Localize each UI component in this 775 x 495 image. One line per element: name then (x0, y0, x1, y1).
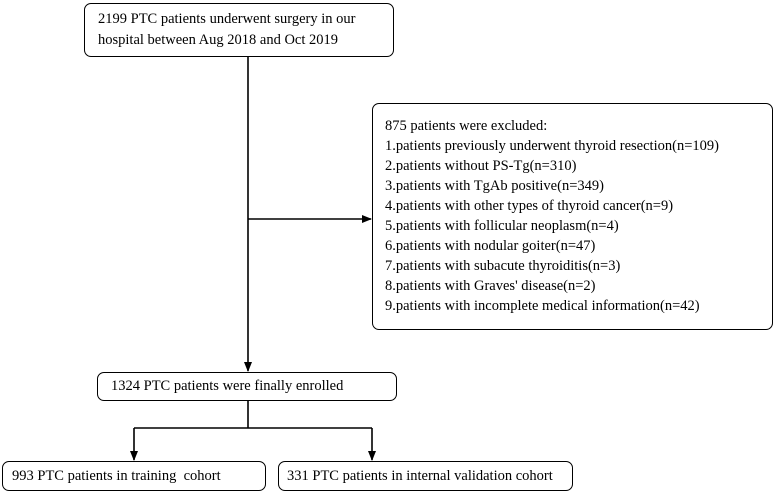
excluded-item-2: 2.patients without PS-Tg(n=310) (385, 158, 577, 174)
excluded-item-5: 5.patients with follicular neoplasm(n=4) (385, 218, 619, 234)
excluded-item-6: 6.patients with nodular goiter(n=47) (385, 238, 596, 254)
training-cohort-box: 993 PTC patients in training cohort (2, 461, 266, 491)
start-line-1: 2199 PTC patients underwent surgery in o… (98, 11, 356, 27)
excluded-item-3: 3.patients with TgAb positive(n=349) (385, 178, 604, 194)
enrolled-text: 1324 PTC patients were finally enrolled (111, 378, 344, 394)
enrolled-box: 1324 PTC patients were finally enrolled (97, 372, 397, 401)
start-box: 2199 PTC patients underwent surgery in o… (84, 3, 394, 57)
excluded-item-8: 8.patients with Graves' disease(n=2) (385, 278, 596, 294)
excluded-title: 875 patients were excluded: (385, 118, 548, 134)
excluded-item-4: 4.patients with other types of thyroid c… (385, 198, 674, 214)
validation-cohort-box: 331 PTC patients in internal validation … (278, 461, 573, 491)
validation-cohort-text: 331 PTC patients in internal validation … (287, 468, 553, 484)
excluded-item-7: 7.patients with subacute thyroiditis(n=3… (385, 258, 621, 274)
excluded-item-9: 9.patients with incomplete medical infor… (385, 298, 700, 314)
excluded-box: 875 patients were excluded: 1.patients p… (372, 103, 773, 330)
training-cohort-text: 993 PTC patients in training cohort (12, 468, 221, 484)
start-line-2: hospital between Aug 2018 and Oct 2019 (98, 31, 339, 48)
excluded-item-1: 1.patients previously underwent thyroid … (385, 138, 719, 154)
